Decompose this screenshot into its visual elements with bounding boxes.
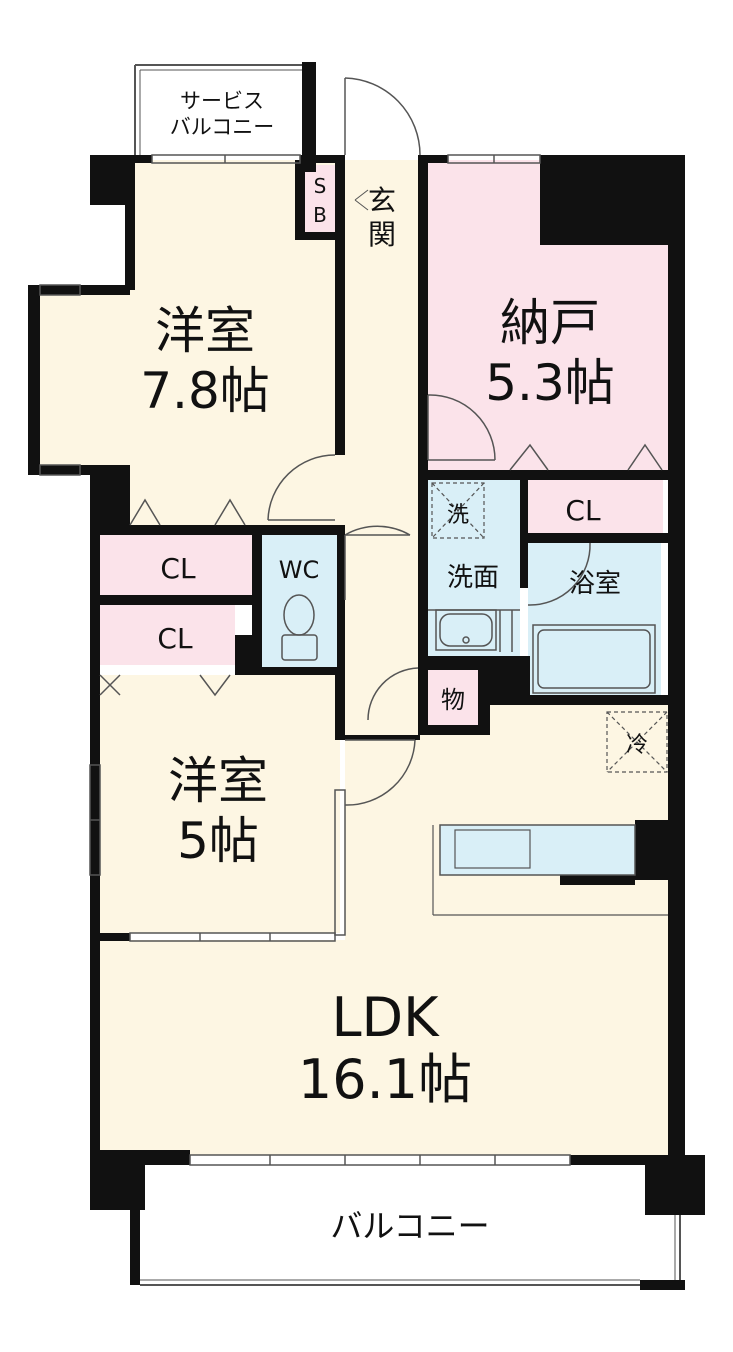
bathroom-floor — [528, 543, 661, 695]
bathroom-label: 浴室 — [569, 569, 621, 599]
closet-lower-floor — [100, 605, 235, 665]
entrance-label-2: 関 — [368, 218, 396, 251]
ldk-size: 16.1帖 — [298, 1048, 472, 1111]
bedroom-1-size: 7.8帖 — [140, 362, 270, 420]
bedroom-2-name: 洋室 — [168, 752, 268, 810]
service-balcony — [134, 62, 316, 172]
shoe-box-label-s: S — [314, 174, 327, 198]
balcony-label: バルコニー — [330, 1207, 489, 1245]
ldk-name: LDK — [331, 986, 440, 1049]
service-balcony-label-1: サービス — [180, 89, 264, 113]
bedroom-2-floor — [100, 675, 340, 933]
entrance-label-1: 玄 — [368, 184, 396, 217]
ldk-floor — [100, 705, 670, 1155]
bedroom-1-name: 洋室 — [155, 302, 255, 360]
doors — [267, 77, 591, 806]
storage-label: 物 — [441, 686, 465, 714]
bedroom-1-floor — [35, 160, 345, 525]
storage-closet-floor — [428, 670, 478, 725]
washroom-label: 洗面 — [447, 563, 499, 593]
storage-room-size: 5.3帖 — [485, 354, 615, 412]
sink-icon — [435, 609, 513, 652]
washer-space — [431, 482, 485, 539]
kitchen-counter — [432, 824, 668, 916]
fridge-label: 冷 — [626, 733, 648, 758]
service-balcony-label-2: バルコニー — [170, 115, 275, 139]
storage-room-floor — [428, 160, 668, 470]
windows — [39, 154, 571, 1166]
walls — [28, 155, 705, 1215]
wc-floor — [262, 535, 337, 667]
closet-storage-label: CL — [565, 494, 601, 527]
closet-upper-floor — [100, 535, 252, 595]
bedroom-2-size: 5帖 — [177, 812, 259, 870]
entrance-step — [354, 189, 369, 211]
main-balcony — [130, 1175, 685, 1290]
toilet-icon — [281, 594, 318, 661]
closet-doors — [99, 443, 663, 697]
washer-label: 洗 — [447, 503, 469, 528]
closet-lower-label: CL — [157, 622, 193, 655]
shoe-box-label-b: B — [313, 203, 327, 227]
fridge-space — [606, 711, 668, 773]
entrance-floor — [345, 160, 420, 240]
wc-label: WC — [279, 556, 320, 584]
storage-room-name: 納戸 — [500, 294, 600, 352]
bathtub — [532, 624, 656, 694]
hallway-floor — [345, 240, 420, 735]
closet-upper-label: CL — [160, 552, 196, 585]
shoe-box-floor — [305, 165, 335, 235]
washroom-floor — [428, 478, 520, 656]
